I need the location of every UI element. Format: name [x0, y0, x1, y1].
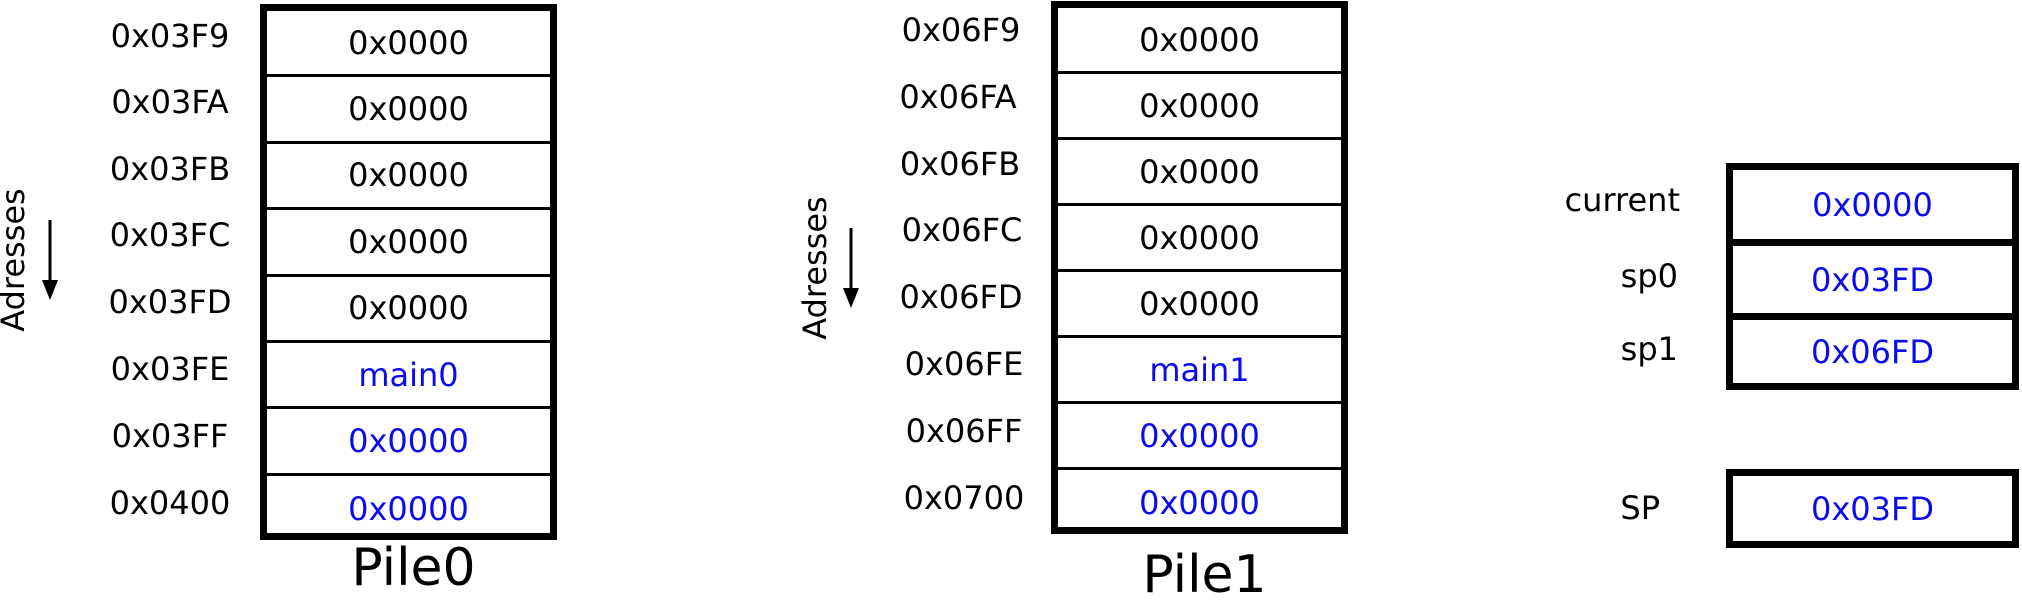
- pile1-address-6: 0x06FF: [905, 412, 1023, 450]
- pile0-cell: 0x0000: [267, 409, 550, 476]
- register-current-value: 0x0000: [1733, 170, 2012, 246]
- pile0-cell: 0x0000: [267, 277, 550, 343]
- pile0-cell: 0x0000: [267, 144, 550, 211]
- pile0-cell: 0x0000: [267, 11, 550, 78]
- pile1-cell: 0x0000: [1139, 484, 1260, 522]
- register-sp-box: 0x03FD: [1726, 469, 2019, 548]
- pile1-address-0: 0x06F9: [901, 11, 1021, 49]
- pile1-address-4: 0x06FD: [899, 278, 1023, 316]
- pile0-cell: main0: [267, 343, 550, 410]
- pile0-address-7: 0x0400: [109, 484, 231, 522]
- pile1-axis-label: Adresses: [796, 196, 834, 340]
- pile0-cell: 0x0000: [348, 489, 469, 528]
- pile0-address-4: 0x03FD: [108, 283, 232, 321]
- pile1-cell: 0x0000: [1058, 272, 1341, 338]
- register-label-sp1: sp1: [1620, 330, 1678, 368]
- register-sp0-value: 0x03FD: [1733, 246, 2012, 320]
- pile0-stack: 0x0000 0x0000 0x0000 0x0000 0x0000 main0…: [260, 4, 557, 540]
- pile1-cell: 0x0000: [1058, 8, 1341, 74]
- pile0-address-1: 0x03FA: [111, 83, 229, 121]
- pile0-title: Pile0: [351, 538, 476, 598]
- pile0-axis-label: Adresses: [0, 188, 32, 332]
- pile1-address-2: 0x06FB: [899, 145, 1021, 183]
- pile1-cell: 0x0000: [1058, 404, 1341, 470]
- pile0-address-3: 0x03FC: [109, 216, 231, 254]
- pile0-address-6: 0x03FF: [111, 417, 229, 455]
- register-sp-value: 0x03FD: [1810, 489, 1935, 528]
- register-group-box: 0x0000 0x03FD 0x06FD: [1726, 163, 2019, 390]
- register-label-sp0: sp0: [1620, 257, 1678, 295]
- pile1-cell: main1: [1058, 338, 1341, 404]
- pile1-title: Pile1: [1142, 545, 1267, 605]
- pile0-cell: 0x0000: [267, 210, 550, 277]
- pile1-address-5: 0x06FE: [904, 345, 1024, 383]
- register-label-sp: SP: [1620, 489, 1660, 527]
- pile1-address-1: 0x06FA: [899, 78, 1017, 116]
- pile1-address-7: 0x0700: [903, 479, 1025, 517]
- pile0-address-5: 0x03FE: [110, 350, 230, 388]
- register-label-current: current: [1564, 181, 1680, 219]
- pile1-cell: 0x0000: [1058, 140, 1341, 206]
- pile1-cell: 0x0000: [1058, 206, 1341, 272]
- register-sp1-value: 0x06FD: [1810, 332, 1935, 371]
- pile1-down-arrow-icon: [843, 228, 859, 308]
- pile0-address-2: 0x03FB: [109, 150, 231, 188]
- pile1-address-3: 0x06FC: [901, 211, 1023, 249]
- pile0-address-0: 0x03F9: [110, 17, 230, 55]
- pile0-down-arrow-icon: [42, 220, 58, 300]
- pile1-cell: 0x0000: [1058, 74, 1341, 140]
- pile0-cell: 0x0000: [267, 77, 550, 144]
- pile1-stack: 0x0000 0x0000 0x0000 0x0000 0x0000 main1…: [1051, 1, 1348, 534]
